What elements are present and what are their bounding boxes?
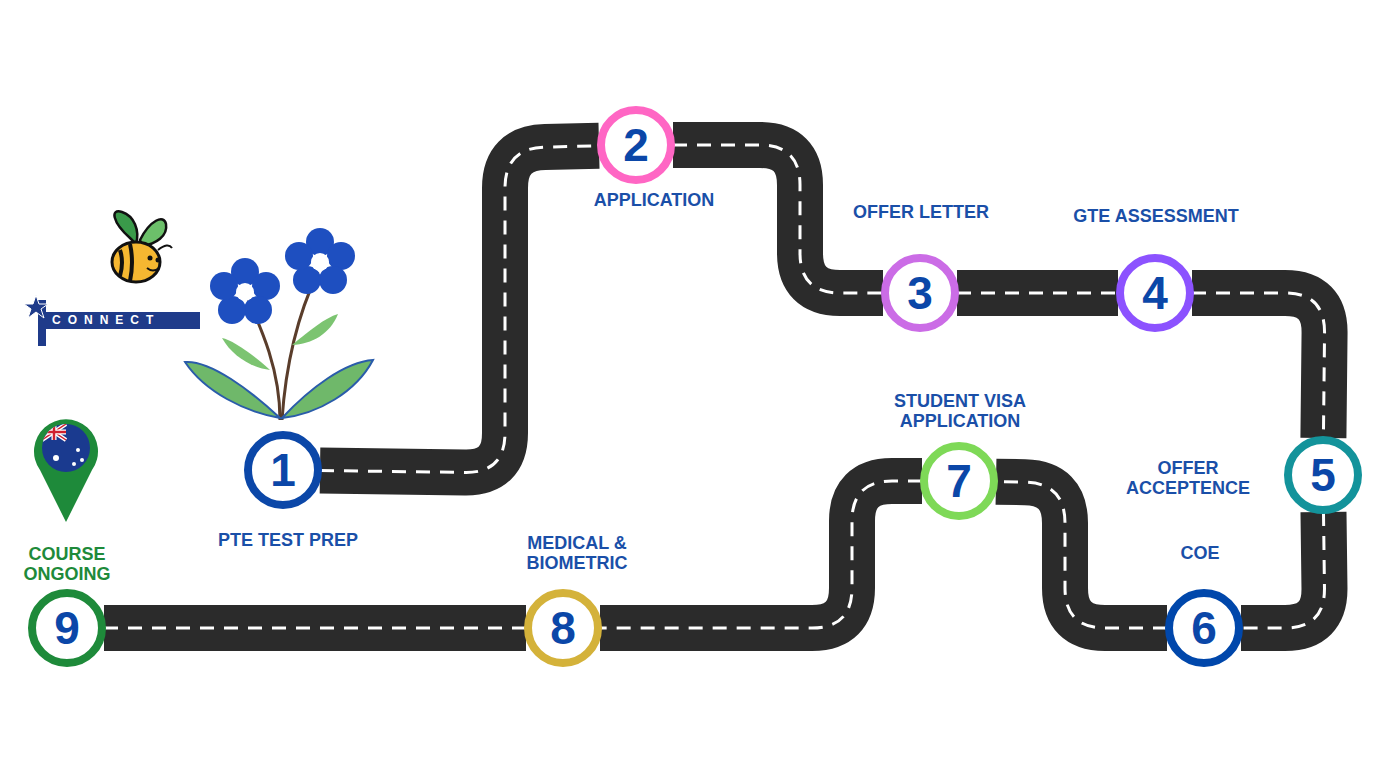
step-circle: 5OFFER ACCEPTENCE: [1284, 436, 1362, 514]
step-number: 4: [1124, 262, 1186, 324]
road-surface: [957, 270, 1118, 316]
road-surface: [1192, 293, 1325, 438]
bee-icon: [112, 211, 172, 282]
road-surface: [996, 482, 1167, 628]
road-connector: [957, 293, 1118, 294]
step-circle: 6COE: [1165, 589, 1243, 667]
logo-text: CONNECT: [52, 313, 160, 327]
road-surface: [600, 481, 922, 628]
road-connector: [673, 145, 883, 293]
step-circle: 8MEDICAL & BIOMETRIC: [524, 589, 602, 667]
step-number: 2: [605, 114, 667, 176]
flower-illustration: [185, 228, 373, 420]
road-surface: [673, 145, 883, 293]
step-number: 9: [36, 597, 98, 659]
road-surface: [320, 146, 599, 473]
step-circle: 3OFFER LETTER: [881, 254, 959, 332]
step-circle: 9COURSE ONGOING: [28, 589, 106, 667]
road-surface: [1241, 512, 1324, 628]
road-centre-line: [1192, 293, 1325, 438]
road-connector: [996, 482, 1167, 628]
step-number: 8: [532, 597, 594, 659]
step-number: 3: [889, 262, 951, 324]
step-label: APPLICATION: [564, 190, 744, 210]
step-label: OFFER ACCEPTENCE: [1118, 458, 1258, 498]
step-number: 1: [252, 439, 314, 501]
road-connector: [1192, 293, 1325, 438]
road-centre-line: [600, 481, 922, 628]
road-connector: [320, 146, 599, 473]
road-connector: [600, 481, 922, 628]
step-circle: 2APPLICATION: [597, 106, 675, 184]
road-centre-line: [673, 145, 883, 293]
road-centre-line: [1241, 512, 1324, 628]
location-pin: [34, 419, 98, 522]
road-centre-line: [957, 292, 1118, 295]
step-number: 7: [928, 450, 990, 512]
road-centre-line: [320, 146, 599, 473]
step-label: MEDICAL & BIOMETRIC: [507, 533, 647, 573]
step-number: 5: [1292, 444, 1354, 506]
road-connector: [104, 628, 526, 629]
road-centre-line: [104, 627, 526, 630]
connect-logo: [24, 295, 200, 346]
step-label: OFFER LETTER: [831, 202, 1011, 222]
step-label: COE: [1150, 543, 1250, 563]
road-centre-line: [996, 482, 1167, 628]
step-circle: 1PTE TEST PREP: [244, 431, 322, 509]
step-label: STUDENT VISA APPLICATION: [875, 391, 1045, 431]
step-number: 6: [1173, 597, 1235, 659]
step-label: GTE ASSESSMENT: [1056, 206, 1256, 226]
step-label: PTE TEST PREP: [198, 530, 378, 550]
road-surface: [104, 605, 526, 651]
step-circle: 7STUDENT VISA APPLICATION: [920, 442, 998, 520]
step-circle: 4GTE ASSESSMENT: [1116, 254, 1194, 332]
road-connector: [1241, 512, 1324, 628]
step-label: COURSE ONGOING: [7, 544, 127, 584]
